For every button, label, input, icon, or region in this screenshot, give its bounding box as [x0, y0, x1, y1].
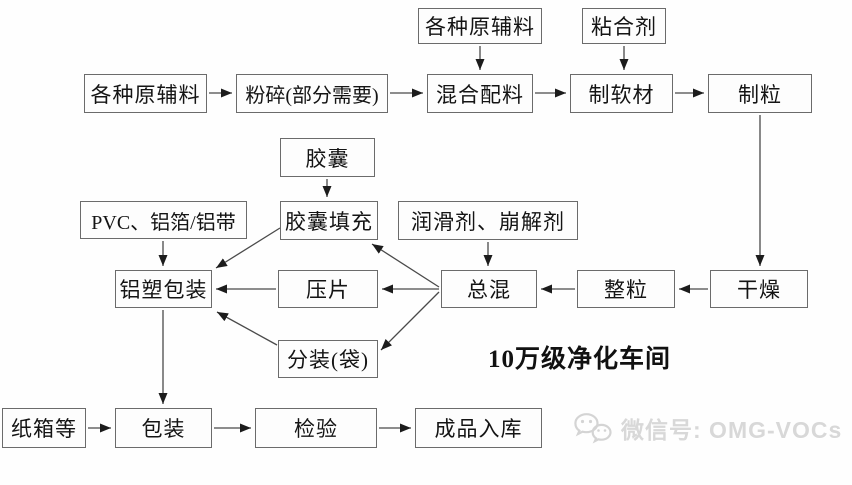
clean-workshop-title: 10万级净化车间: [488, 346, 672, 373]
watermark-text: 微信号: OMG-VOCs: [621, 417, 843, 443]
arrow-fill-to-blister: [215, 227, 281, 269]
node-tablet-pressing: 压片: [278, 270, 378, 308]
node-drying: 干燥: [710, 270, 808, 308]
node-make-granules: 制粒: [708, 74, 812, 113]
node-total-mixing: 总混: [441, 270, 537, 308]
node-inspection: 检验: [255, 408, 377, 448]
watermark: 微信号: OMG-VOCs: [572, 410, 842, 446]
arrow-totalmix-to-fill: [371, 243, 440, 288]
node-warehousing: 成品入库: [415, 408, 542, 448]
node-granule-sizing: 整粒: [577, 270, 675, 308]
node-mix-ingredients: 混合配料: [427, 74, 533, 113]
node-make-soft-material: 制软材: [570, 74, 673, 113]
node-pvc-foil: PVC、铝箔/铝带: [80, 201, 247, 239]
node-carton: 纸箱等: [2, 408, 86, 448]
arrow-totalmix-to-bag: [380, 291, 440, 351]
node-raw-material-top: 各种原辅料: [418, 8, 542, 44]
arrow-bag-to-blister: [216, 311, 278, 346]
node-packaging: 包装: [115, 408, 212, 448]
node-capsule: 胶囊: [280, 138, 375, 177]
node-bag-packing: 分装(袋): [278, 340, 378, 378]
node-adhesive: 粘合剂: [582, 8, 666, 44]
node-raw-material-left: 各种原辅料: [84, 74, 207, 113]
node-lubricant-disintegrant: 润滑剂、崩解剂: [398, 201, 578, 240]
node-capsule-filling: 胶囊填充: [280, 201, 378, 240]
node-crush: 粉碎(部分需要): [236, 74, 388, 113]
node-blister-packaging: 铝塑包装: [115, 270, 212, 308]
wechat-icon: [572, 410, 614, 446]
